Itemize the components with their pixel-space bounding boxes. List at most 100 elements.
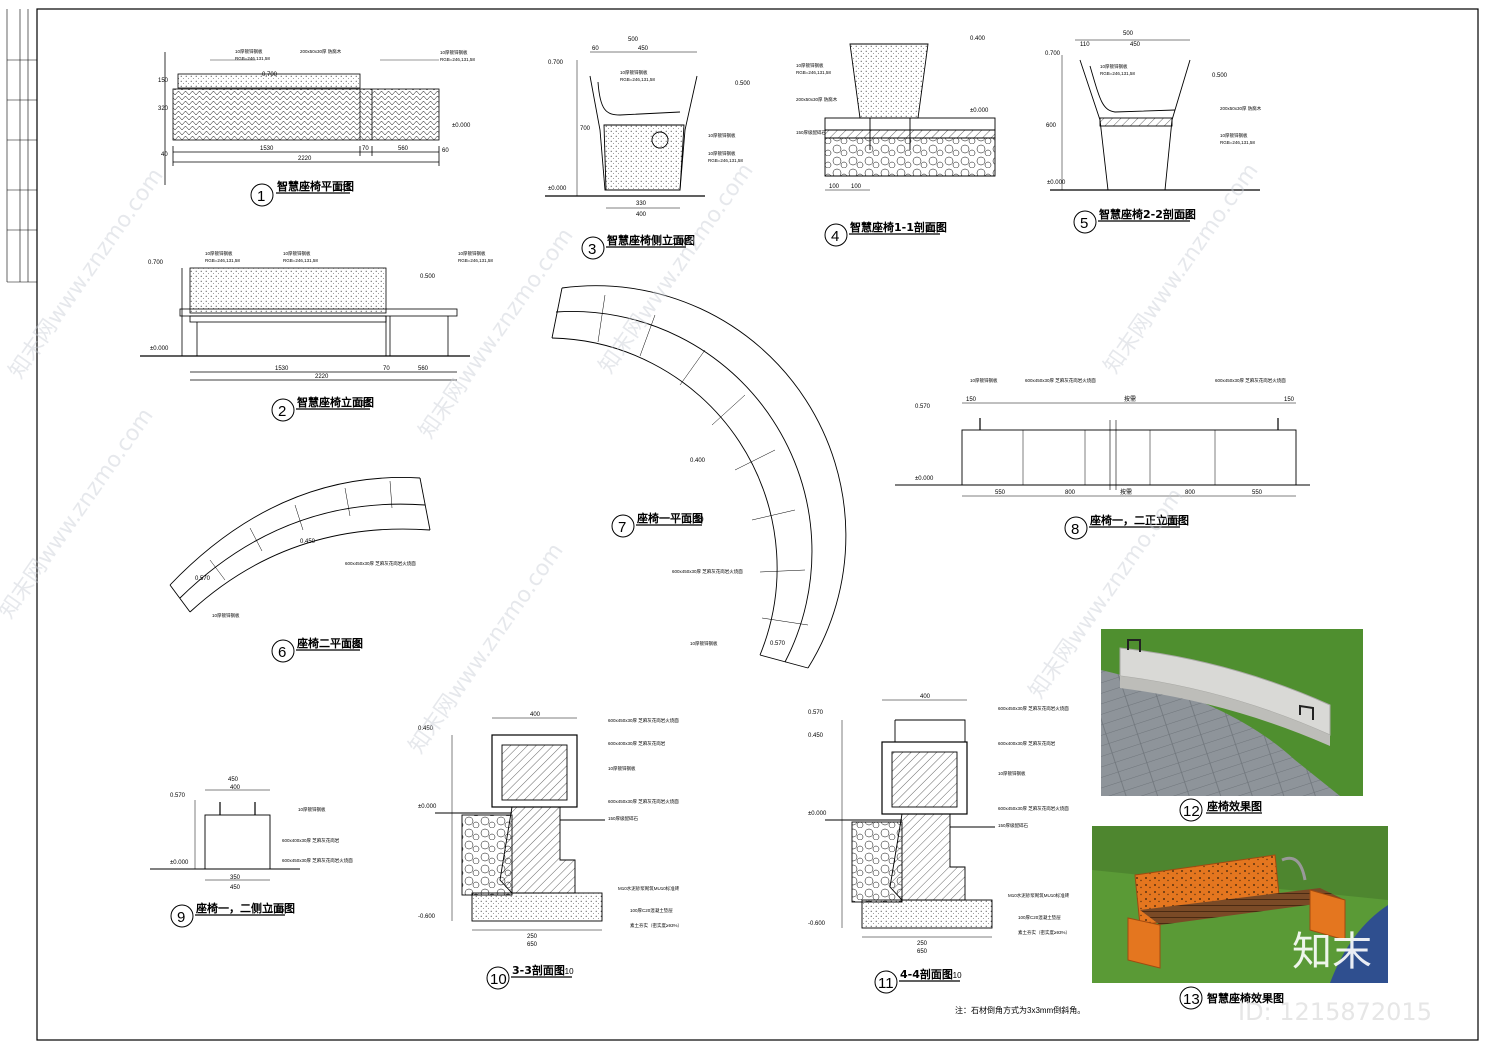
callout-label: 200x50x30厚 防腐木 (300, 48, 342, 55)
view-11-dims: 400 0.570 0.450 ±0.000 -0.600 250 650 60… (808, 694, 1070, 955)
watermark: 知末网www.znzmo.com (0, 404, 159, 624)
view-number: 12 (1183, 803, 1200, 820)
callout-label: 10厚镀锌钢板 (298, 806, 326, 813)
render-12-title: 12 座椅效果图 (1179, 798, 1262, 822)
view-number: 5 (1080, 215, 1088, 232)
dim-text: 550 (995, 490, 1006, 496)
dim-text: 110 (1080, 42, 1090, 48)
level-text: 0.500 (420, 274, 436, 280)
dim-text: 1530 (260, 146, 274, 152)
dim-text: 560 (418, 366, 429, 372)
callout-label: 600x450x30厚 芝麻灰花岗岩火烧面 (608, 798, 679, 805)
watermark: 知末网www.znzmo.com (414, 224, 578, 444)
level-text: ±0.000 (808, 811, 827, 817)
view-7-title: 7 座椅一平面图 1:30 (611, 511, 704, 538)
view-title: 座椅一平面图 (636, 511, 703, 525)
view-number: 1 (257, 188, 265, 205)
view-5-title: 5 智慧座椅2-2剖面图 1:10 (1073, 207, 1196, 234)
sheet-border (36, 8, 1479, 1041)
dim-text: 400 (920, 694, 931, 700)
view-2-dims: 1530 70 560 2220 0.700 0.500 ±0.000 10厚镀… (148, 250, 493, 380)
callout-label: 150厚级配碎石 (796, 129, 827, 136)
view-1-title: 1 智慧座椅平面图 1:15 (250, 179, 354, 207)
dim-text: 350 (230, 875, 241, 881)
watermarks: 知末网www.znzmo.com 知末网www.znzmo.com 知末网www… (0, 159, 1264, 759)
dim-text: 560 (398, 146, 409, 152)
callout-label: 600x400x30厚 芝麻灰花岗岩 (998, 740, 1056, 747)
level-text: 0.700 (1045, 51, 1061, 57)
view-title: 3-3剖面图 (512, 963, 565, 977)
view-number: 13 (1183, 991, 1200, 1008)
view-title: 4-4剖面图 (900, 967, 953, 981)
callout-label: 600x450x30厚 芝麻灰花岗岩火烧面 (672, 568, 743, 575)
render-12-image (1101, 629, 1363, 796)
callout-label: 10厚镀锌钢板 (205, 250, 233, 257)
render-13-title: 13 智慧座椅效果图 (1179, 986, 1284, 1010)
dim-text: 60 (592, 46, 599, 52)
callout-label: 10厚镀锌钢板 (440, 49, 468, 56)
view-scale: 1:15 (1164, 517, 1180, 526)
view-scale: 1:10 (946, 971, 962, 980)
callout-label: RGB=246,131,58 (283, 258, 318, 263)
level-text: 0.450 (808, 733, 824, 739)
level-text: 0.700 (548, 60, 564, 66)
dim-text: 330 (636, 201, 647, 207)
view-number: 4 (831, 228, 839, 245)
callout-label: 10厚镀锌钢板 (1100, 63, 1128, 70)
view-title: 智慧座椅侧立面图 (607, 233, 695, 247)
level-text: 0.570 (170, 793, 186, 799)
dim-text: 150 (966, 397, 977, 403)
view-number: 9 (177, 909, 185, 926)
dim-text: 100 (829, 184, 840, 190)
dim-text: 2220 (315, 374, 329, 380)
level-text: ±0.000 (548, 186, 567, 192)
view-scale: 1:30 (345, 640, 361, 649)
view-number: 3 (588, 241, 596, 258)
callout-label: 10厚镀锌钢板 (708, 150, 736, 157)
callout-label: 10厚镀锌钢板 (283, 250, 311, 257)
level-text: 0.500 (735, 81, 751, 87)
callout-label: 100厚C20混凝土垫层 (630, 907, 673, 914)
dim-text: 400 (230, 785, 241, 791)
view-number: 10 (490, 971, 507, 988)
dim-text: 150 (158, 78, 169, 84)
view-10-section (435, 717, 605, 931)
view-title: 智慧座椅立面图 (297, 395, 374, 409)
general-note: 注：石材倒角方式为3x3mm倒斜角。 (955, 1005, 1085, 1015)
dim-text: 450 (1130, 42, 1141, 48)
callout-label: RGB=246,131,58 (458, 258, 493, 263)
logo-mark: 知末 (1292, 929, 1372, 975)
view-7-dims: 0.400 0.570 600x450x30厚 芝麻灰花岗岩火烧面 10厚镀锌钢… (672, 458, 786, 647)
view-title: 座椅效果图 (1206, 799, 1262, 813)
view-number: 7 (618, 519, 626, 536)
view-8-title: 8 座椅一，二正立面图 1:15 (1064, 513, 1189, 540)
level-text: 0.500 (1212, 73, 1228, 79)
dim-text: 40 (161, 152, 168, 158)
callout-label: 10厚镀锌钢板 (608, 765, 636, 772)
view-1-dims: 1530 70 560 2220 60 40 150 320 10厚镀锌钢板 R… (158, 48, 475, 162)
dim-text: 400 (636, 212, 647, 218)
dim-text: 100 (851, 184, 862, 190)
level-text: -0.600 (808, 921, 826, 927)
watermark: 知末网www.znzmo.com (1099, 159, 1263, 379)
callout-label: M10水泥砂浆砌筑MU10标准砖 (618, 885, 680, 892)
id-watermark: ID: 1215872015 (1238, 998, 1432, 1026)
view-6-dims: 0.450 0.570 600x450x30厚 芝麻灰花岗岩火烧面 10厚镀锌钢… (195, 539, 416, 619)
view-title: 智慧座椅平面图 (277, 179, 354, 193)
view-2-elevation (140, 267, 470, 381)
level-text: ±0.000 (418, 804, 437, 810)
view-3-dims: 500 60 450 0.700 0.500 ±0.000 330 400 70… (548, 37, 751, 218)
view-6-curved-plan (169, 477, 431, 613)
callout-label: 10厚镀锌钢板 (690, 640, 718, 647)
dim-text: 500 (628, 37, 639, 43)
dim-text: 250 (527, 934, 538, 940)
dim-text: 500 (1123, 31, 1134, 37)
callout-label: 素土夯实（密实度≥93%） (1018, 929, 1070, 936)
callout-label: 600x450x30厚 芝麻灰花岗岩火烧面 (282, 857, 353, 864)
left-title-strip (6, 9, 37, 283)
view-4-dims: 0.400 ±0.000 100 100 10厚镀锌钢板 RGB=246,131… (796, 36, 989, 190)
view-9-title: 9 座椅一，二侧立面图 1:15 (170, 901, 295, 928)
level-text: 0.400 (970, 36, 986, 42)
view-7-arc-plan (551, 285, 847, 669)
